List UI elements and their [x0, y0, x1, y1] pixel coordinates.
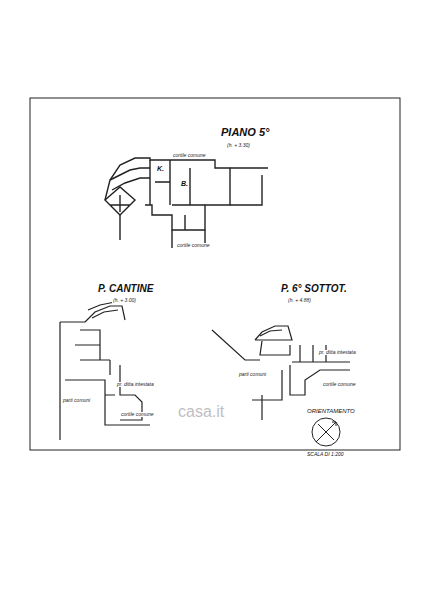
- watermark: casa.it: [178, 404, 224, 420]
- area-label: cortile comune: [120, 412, 155, 417]
- area-label: cortile comune: [172, 153, 207, 158]
- frame: [30, 98, 400, 450]
- height-note: (h. + 3.00): [112, 298, 137, 303]
- piano-5-plan: [105, 158, 268, 248]
- area-label: parti comuni: [238, 372, 267, 377]
- section-title: PIANO 5°: [220, 127, 270, 138]
- area-label: cortile comune: [176, 243, 211, 248]
- height-note: (h. + 3.30): [226, 143, 251, 148]
- section-title: P. 6° SOTTOT.: [280, 284, 348, 294]
- compass: [312, 418, 340, 446]
- scale-label: SCALA DI 1:200: [306, 452, 345, 457]
- section-title: P. CANTINE: [97, 284, 154, 294]
- cantine-plan: [60, 302, 150, 440]
- room-label: K.: [156, 165, 165, 172]
- sottotetto-plan: [212, 326, 350, 420]
- compass-label: ORIENTAMENTO: [306, 408, 356, 414]
- area-label: cortile comune: [322, 382, 357, 387]
- area-label: pr. ditta intestata: [116, 382, 155, 387]
- area-label: parti comuni: [62, 398, 91, 403]
- height-note: (h. + 4.88): [287, 298, 312, 303]
- area-label: pr. ditta intestata: [318, 350, 357, 355]
- room-label: B.: [180, 180, 189, 187]
